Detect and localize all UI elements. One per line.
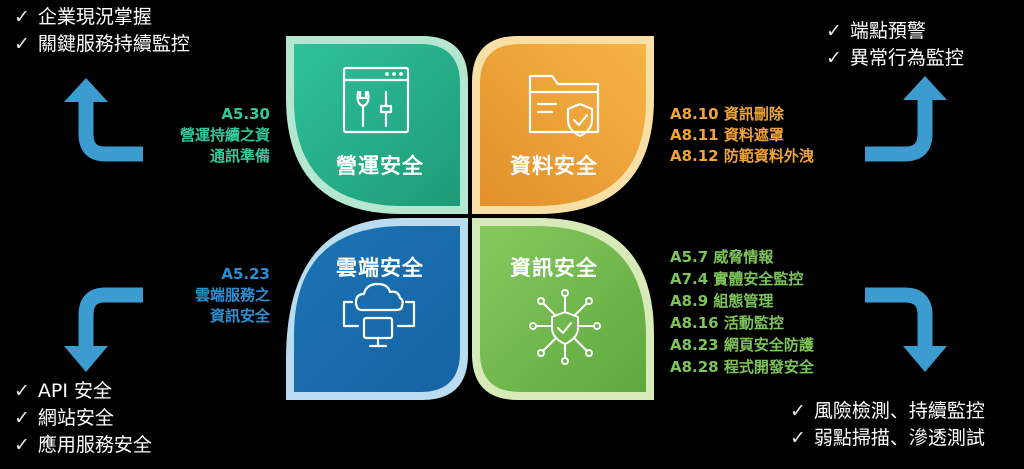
- ref-line: A8.12 防範資料外洩: [670, 147, 814, 165]
- petal-data-label: 資料安全: [510, 154, 598, 178]
- list-item: ✓異常行為監控: [826, 47, 964, 69]
- petal-data: [480, 44, 646, 206]
- refs-cloud: A5.23 雲端服務之 資訊安全: [195, 264, 270, 327]
- list-item: ✓網站安全: [14, 407, 114, 429]
- outcomes-top-right: ✓端點預警 ✓異常行為監控: [826, 18, 964, 72]
- ref-line: A8.16 活動監控: [670, 314, 784, 332]
- petal-info: [480, 226, 646, 392]
- refs-operations: A5.30 營運持續之資 通訊準備: [180, 104, 270, 167]
- petal-operations-label: 營運安全: [336, 154, 424, 178]
- arrow-bottom-right: [865, 287, 933, 348]
- ref-line: A7.4 實體安全監控: [670, 270, 804, 288]
- list-item: ✓風險檢測、持續監控: [790, 400, 985, 422]
- list-item: ✓應用服務安全: [14, 434, 152, 456]
- petal-operations: [294, 44, 460, 206]
- check-icon: ✓: [14, 380, 30, 402]
- arrow-top-right-head: [903, 76, 947, 100]
- ref-line: A8.11 資料遮罩: [670, 126, 784, 144]
- ref-line: A5.23: [221, 265, 270, 283]
- check-icon: ✓: [790, 427, 806, 449]
- arrow-bottom-left-head: [64, 346, 108, 372]
- petal-info-label: 資訊安全: [510, 256, 598, 280]
- ref-line: 營運持續之資: [179, 126, 270, 144]
- ref-line: A8.23 網頁安全防護: [670, 336, 814, 354]
- check-icon: ✓: [826, 47, 842, 69]
- ref-line: A8.9 組態管理: [670, 292, 774, 310]
- list-item: ✓關鍵服務持續監控: [14, 33, 190, 55]
- list-item: ✓弱點掃描、滲透測試: [790, 427, 985, 449]
- ref-line: A8.28 程式開發安全: [670, 358, 814, 376]
- outcomes-bottom-left: ✓API 安全 ✓網站安全 ✓應用服務安全: [14, 378, 152, 459]
- refs-info: A5.7 威脅情報 A7.4 實體安全監控 A8.9 組態管理 A8.16 活動…: [670, 246, 814, 378]
- check-icon: ✓: [826, 20, 842, 42]
- check-icon: ✓: [14, 33, 30, 55]
- ref-line: 雲端服務之: [194, 286, 270, 304]
- outcomes-top-left: ✓企業現況掌握 ✓關鍵服務持續監控: [14, 4, 190, 58]
- ref-line: 資訊安全: [209, 307, 270, 325]
- check-icon: ✓: [14, 6, 30, 28]
- arrow-bottom-left: [78, 287, 143, 348]
- check-icon: ✓: [14, 434, 30, 456]
- arrow-top-left-head: [64, 78, 108, 102]
- petal-cloud-label: 雲端安全: [336, 256, 424, 280]
- ref-line: A5.30: [221, 105, 270, 123]
- list-item: ✓端點預警: [826, 20, 926, 42]
- ref-line: 通訊準備: [209, 147, 270, 165]
- folder-shield-icon: [528, 74, 600, 138]
- check-icon: ✓: [790, 400, 806, 422]
- arrow-top-left: [78, 102, 143, 162]
- list-item: ✓企業現況掌握: [14, 6, 152, 28]
- arrow-top-right: [865, 100, 933, 162]
- cloud-computer-icon: [342, 282, 416, 348]
- network-shield-icon: [529, 289, 601, 365]
- outcomes-bottom-right: ✓風險檢測、持續監控 ✓弱點掃描、滲透測試: [790, 398, 985, 452]
- ref-line: A5.7 威脅情報: [670, 248, 774, 266]
- tools-window-icon: [342, 66, 410, 134]
- refs-data: A8.10 資訊刪除 A8.11 資料遮罩 A8.12 防範資料外洩: [670, 104, 814, 167]
- list-item: ✓API 安全: [14, 380, 113, 402]
- check-icon: ✓: [14, 407, 30, 429]
- ref-line: A8.10 資訊刪除: [670, 105, 784, 123]
- arrow-bottom-right-head: [903, 346, 947, 372]
